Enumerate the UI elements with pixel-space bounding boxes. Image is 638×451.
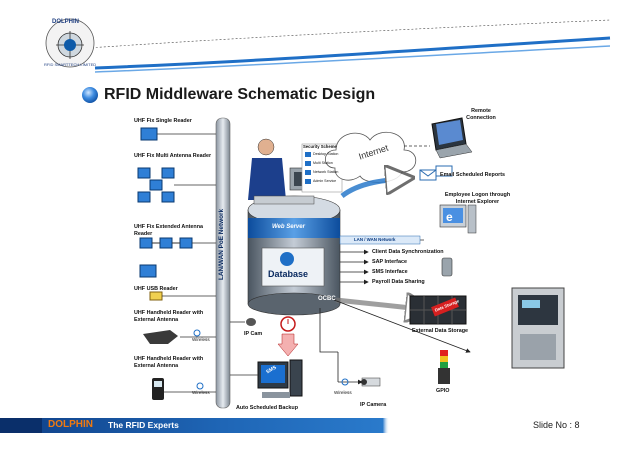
ip-cam-label: IP Cam xyxy=(244,331,263,337)
reader-label-2: UHF Fix Multi Antenna Reader xyxy=(134,153,212,159)
reader-icons xyxy=(137,127,216,400)
wireless-label-1: Wireless xyxy=(192,337,210,342)
employee-pc-icon: e xyxy=(439,204,477,234)
dolphin-logo xyxy=(45,18,95,68)
footer-brand: DOLPHIN xyxy=(48,419,93,430)
ip-cam-small-icon xyxy=(230,318,256,326)
remote-connection-label: Remote Connection xyxy=(466,108,496,121)
laptop-icon xyxy=(431,117,473,159)
backup-connector xyxy=(277,316,299,357)
web-server-label: Web Server xyxy=(272,224,305,230)
network-label: LAN/WAN PoE Network xyxy=(218,208,225,280)
email-envelopes-icon xyxy=(419,165,453,181)
storage-array xyxy=(409,295,467,325)
wireless-label-2: Wireless xyxy=(192,390,210,395)
title-globe-icon xyxy=(82,87,98,103)
security-item-2: Multi Station xyxy=(313,161,333,165)
security-item-1: Desktop Station xyxy=(313,152,339,156)
svg-text:e: e xyxy=(446,210,453,224)
reader-label-4: UHF USB Reader xyxy=(134,286,178,292)
backup-pc-icon xyxy=(230,359,303,398)
interface-label-4: Payroll Data Sharing xyxy=(372,279,425,285)
reader-label-3: UHF Fix Extended Antenna Reader xyxy=(134,224,203,237)
header-swoosh xyxy=(59,19,611,73)
ocbc-label: OCBC xyxy=(318,296,336,302)
interface-label-1: Client Data Synchronization xyxy=(372,249,444,255)
email-reports-label: Email Scheduled Reports xyxy=(440,172,506,178)
database-label: Database xyxy=(268,269,309,279)
slide-title: RFID Middleware Schematic Design xyxy=(104,86,376,103)
logo-text-top: DOLPHIN xyxy=(52,19,79,25)
email-arrow xyxy=(340,178,410,199)
server-cylinder xyxy=(247,195,341,316)
security-panel-title: Security Scheme xyxy=(303,144,337,149)
lan-wan-label: LAN / WAN Network xyxy=(354,237,396,242)
security-item-4: Admin Service xyxy=(313,179,337,183)
reader-label-1: UHF Fix Single Reader xyxy=(134,118,192,124)
gpio-tower-icon xyxy=(438,350,450,384)
reader-label-6: UHF Handheld Reader with External Antenn… xyxy=(134,356,204,369)
time-attendance-device xyxy=(511,287,565,369)
slide-number: Slide No : 8 xyxy=(533,420,580,430)
phone-icon xyxy=(441,257,453,277)
gpio-label: GPIO xyxy=(436,388,450,394)
external-storage-label: External Data Storage xyxy=(412,328,469,334)
wireless-label-3: Wireless xyxy=(334,390,352,395)
reader-label-5: UHF Handheld Reader with External Antenn… xyxy=(134,310,204,323)
footer-left-block xyxy=(0,418,42,433)
auto-backup-label: Auto Scheduled Backup xyxy=(236,405,299,411)
ip-camera-icon xyxy=(337,352,381,387)
logo-text-bottom: RFID SMARTTECH LIMITED xyxy=(44,62,97,67)
employee-logon-label: Employee Logon through Internet Explorer xyxy=(444,192,511,205)
footer-bar xyxy=(0,418,638,433)
network-pole xyxy=(215,117,231,409)
interface-label-2: SAP Interface xyxy=(372,259,407,265)
interface-label-3: SMS Interface xyxy=(372,269,408,275)
security-item-3: Network Station xyxy=(313,170,339,174)
ip-camera-label: IP Camera xyxy=(360,402,387,408)
footer-tagline: The RFID Experts xyxy=(108,420,179,430)
